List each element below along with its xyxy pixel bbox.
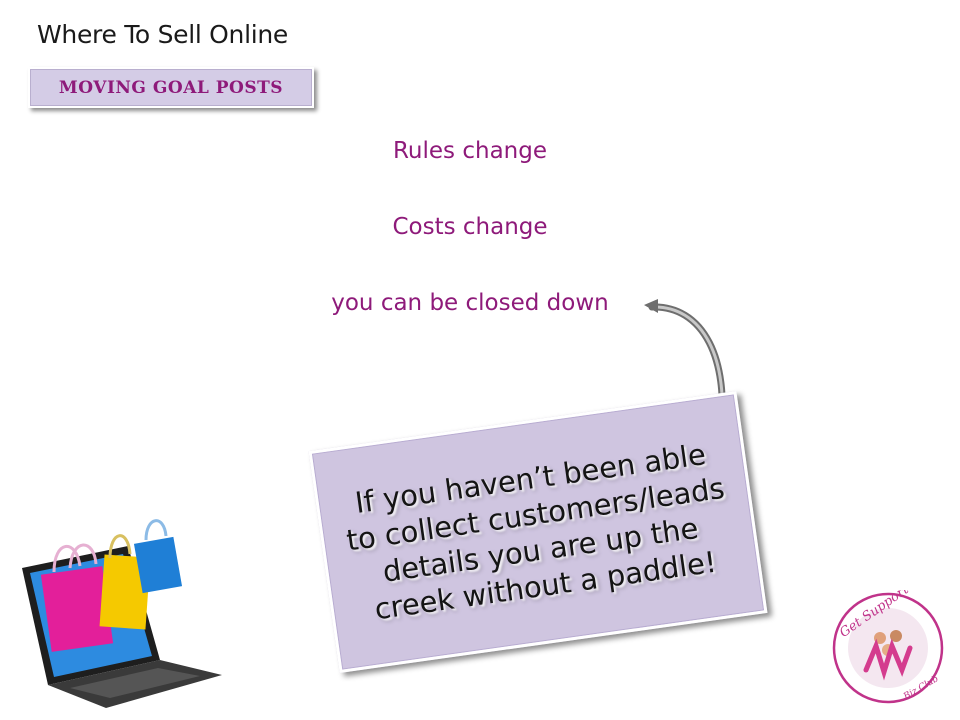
get-support-logo: Get Support Biz Club xyxy=(832,590,944,704)
callout-box: If you haven’t been able to collect cust… xyxy=(308,391,768,673)
point-costs-change: Costs change xyxy=(392,214,548,240)
point-rules-change: Rules change xyxy=(392,138,547,164)
section-tag-label: Moving Goal Posts xyxy=(58,77,284,98)
laptop-shopping-bags-icon xyxy=(22,519,222,708)
section-tag: Moving Goal Posts xyxy=(28,67,314,108)
callout-text: If you haven’t been able to collect cust… xyxy=(344,437,727,627)
point-closed-down: you can be closed down xyxy=(331,290,609,316)
slide-title: Where To Sell Online xyxy=(37,20,288,49)
